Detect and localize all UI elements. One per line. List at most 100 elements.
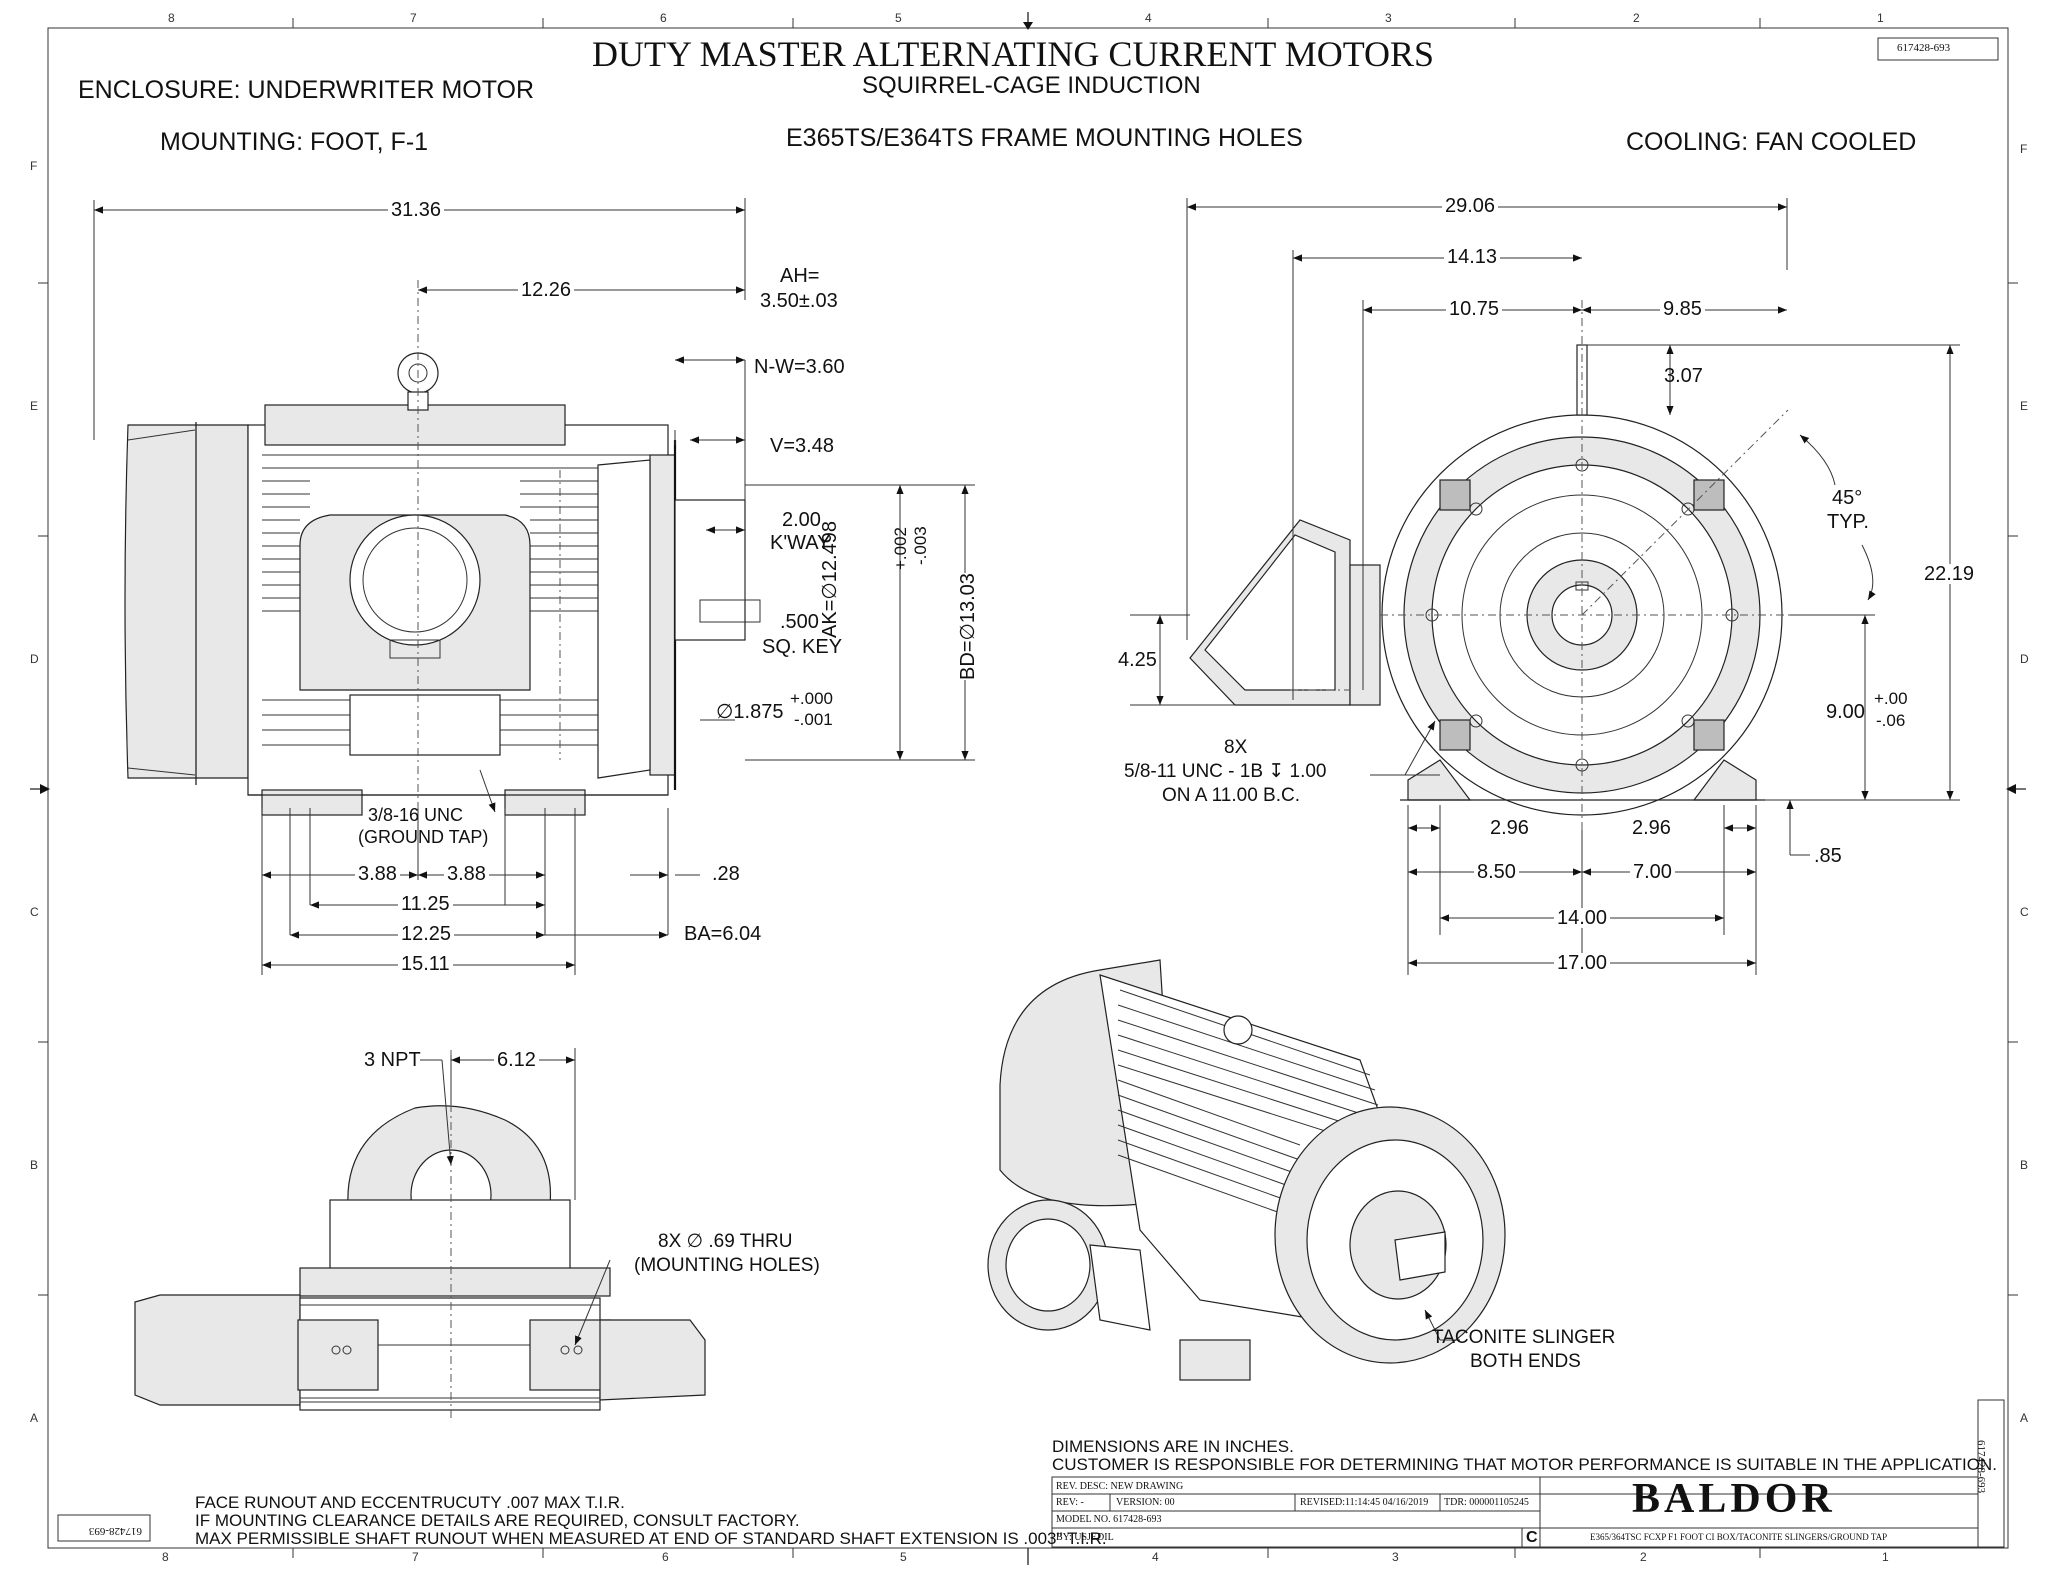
- dim-key-label: SQ. KEY: [762, 636, 843, 658]
- holes-thread: 5/8-11 UNC - 1B ↧ 1.00: [1124, 761, 1327, 782]
- dim-22-19: 22.19: [1924, 563, 1975, 585]
- zone-row-e-right: E: [2020, 399, 2029, 413]
- zone-col-5: 5: [895, 11, 902, 25]
- cooling-label: COOLING: FAN COOLED: [1626, 128, 1917, 156]
- zone-row-a: A: [30, 1411, 39, 1425]
- zone-col-4-bottom: 4: [1152, 1550, 1159, 1564]
- dim-10-75: 10.75: [1446, 299, 1503, 319]
- page-subtitle: SQUIRREL-CAGE INDUCTION: [862, 72, 1201, 99]
- mounting-label: MOUNTING: FOOT, F-1: [160, 128, 429, 156]
- holes-bc: ON A 11.00 B.C.: [1162, 785, 1301, 806]
- dim-angle: 45°: [1832, 487, 1863, 509]
- tb-size: C: [1526, 1529, 1538, 1546]
- enclosure-label: ENCLOSURE: UNDERWRITER MOTOR: [78, 76, 535, 104]
- zone-row-b: B: [30, 1158, 39, 1172]
- slinger-note: BOTH ENDS: [1470, 1351, 1581, 1372]
- tb-description: E365/364TSC FCXP F1 FOOT CI BOX/TACONITE…: [1590, 1532, 1888, 1542]
- note-responsibility: CUSTOMER IS RESPONSIBLE FOR DETERMINING …: [1052, 1455, 1997, 1474]
- dim-9-00: 9.00: [1826, 701, 1865, 723]
- mount-holes-label: (MOUNTING HOLES): [634, 1255, 820, 1276]
- dim-12-26: 12.26: [518, 280, 575, 300]
- dim-12-25: 12.25: [398, 924, 455, 944]
- dim-14-00: 14.00: [1554, 908, 1611, 928]
- zone-row-c-right: C: [2020, 905, 2029, 919]
- corner-doc-number: 617428-693: [88, 1525, 142, 1537]
- zone-col-7: 7: [410, 11, 417, 25]
- dim-bd: BD=∅13.03: [957, 573, 979, 680]
- dim-ak-tol-lo: -.003: [911, 526, 930, 565]
- zone-row-f-right: F: [2020, 142, 2028, 156]
- zone-col-5-bottom: 5: [900, 1550, 907, 1564]
- dim-shaft-dia: ∅1.875: [716, 701, 784, 723]
- tb-tdr: TDR: 000001105245: [1444, 1497, 1529, 1508]
- dim-14-13: 14.13: [1444, 247, 1501, 267]
- baldor-logo: BALDOR: [1632, 1476, 1836, 1522]
- dim-angle-note: TYP.: [1827, 511, 1869, 533]
- fan-cover: [124, 424, 249, 779]
- frame-label: E365TS/E364TS FRAME MOUNTING HOLES: [786, 124, 1303, 152]
- zone-col-6-bottom: 6: [662, 1550, 669, 1564]
- zone-col-8-bottom: 8: [162, 1550, 169, 1564]
- dim-15-11: 15.11: [398, 954, 453, 974]
- dim-ah-label: AH=: [780, 265, 820, 287]
- zone-col-2: 2: [1633, 11, 1640, 25]
- zone-col-4: 4: [1145, 11, 1152, 25]
- dim-2-96-left: 2.96: [1490, 817, 1529, 839]
- mount-holes-callout: 8X ∅ .69 THRU: [658, 1231, 793, 1252]
- dim-31-36: 31.36: [388, 200, 445, 220]
- dim-7-00: 7.00: [1630, 862, 1675, 882]
- zone-row-f: F: [30, 159, 38, 173]
- dim-ba: BA=6.04: [684, 923, 762, 945]
- zone-col-8: 8: [168, 11, 175, 25]
- tb-rev-desc: REV. DESC: NEW DRAWING: [1056, 1481, 1184, 1492]
- dim-0-85: .85: [1814, 845, 1842, 867]
- tb-by: BY: USJEDIL: [1056, 1532, 1114, 1543]
- zone-col-7-bottom: 7: [412, 1550, 419, 1564]
- zone-col-1: 1: [1877, 11, 1884, 25]
- tb-revised: REVISED:11:14:45 04/16/2019: [1300, 1497, 1429, 1508]
- dim-0-28: .28: [712, 863, 740, 885]
- ground-tap-label: (GROUND TAP): [358, 827, 489, 847]
- shaft: [674, 499, 746, 641]
- dim-3-07: 3.07: [1664, 365, 1703, 387]
- dim-ak-tol-hi: +.002: [891, 526, 910, 570]
- note-clearance: IF MOUNTING CLEARANCE DETAILS ARE REQUIR…: [195, 1511, 800, 1530]
- dim-key-value: .500: [780, 611, 819, 633]
- slinger-label: TACONITE SLINGER: [1432, 1327, 1616, 1348]
- dim-3-88-right: 3.88: [444, 864, 489, 884]
- dim-kway-label: K'WAY: [770, 532, 831, 554]
- dim-ah-value: 3.50±.03: [760, 290, 838, 312]
- dim-11-25: 11.25: [398, 894, 453, 914]
- page-title: DUTY MASTER ALTERNATING CURRENT MOTORS: [592, 34, 1435, 74]
- dim-17-00: 17.00: [1554, 953, 1611, 973]
- dim-9-85: 9.85: [1660, 299, 1705, 319]
- dim-shaft-tol-hi: +.000: [790, 689, 834, 708]
- top-view: [134, 1050, 706, 1420]
- note-shaft-runout: MAX PERMISSIBLE SHAFT RUNOUT WHEN MEASUR…: [195, 1529, 1107, 1548]
- tb-model: MODEL NO. 617428-693: [1056, 1514, 1162, 1525]
- corner-number-box: [57, 1514, 151, 1542]
- tb-rev: REV: -: [1056, 1497, 1084, 1508]
- dim-kway-value: 2.00: [782, 509, 821, 531]
- npt-label: 3 NPT: [364, 1049, 421, 1071]
- dim-nw: N-W=3.60: [754, 356, 845, 378]
- centering-marks: [30, 12, 2026, 1565]
- dim-2-96-right: 2.96: [1632, 817, 1671, 839]
- zone-row-e: E: [30, 399, 39, 413]
- side-view: [124, 280, 761, 816]
- zone-row-d-right: D: [2020, 652, 2029, 666]
- zone-row-a-right: A: [2020, 1411, 2029, 1425]
- zone-row-d: D: [30, 652, 39, 666]
- dim-29-06: 29.06: [1442, 196, 1499, 216]
- end-view-dimensions: [1130, 198, 1960, 975]
- dim-ak: AK=∅12.498: [819, 521, 841, 638]
- doc-number-box: [1877, 37, 1999, 61]
- note-runout: FACE RUNOUT AND ECCENTRUCUTY .007 MAX T.…: [195, 1493, 625, 1512]
- dim-shaft-tol-lo: -.001: [794, 710, 833, 729]
- isometric-view: [987, 959, 1506, 1381]
- top-fan-cover: [134, 1294, 301, 1406]
- iso-shaft: [1394, 1231, 1446, 1281]
- end-view: [1189, 300, 1790, 830]
- zone-col-1-bottom: 1: [1882, 1550, 1889, 1564]
